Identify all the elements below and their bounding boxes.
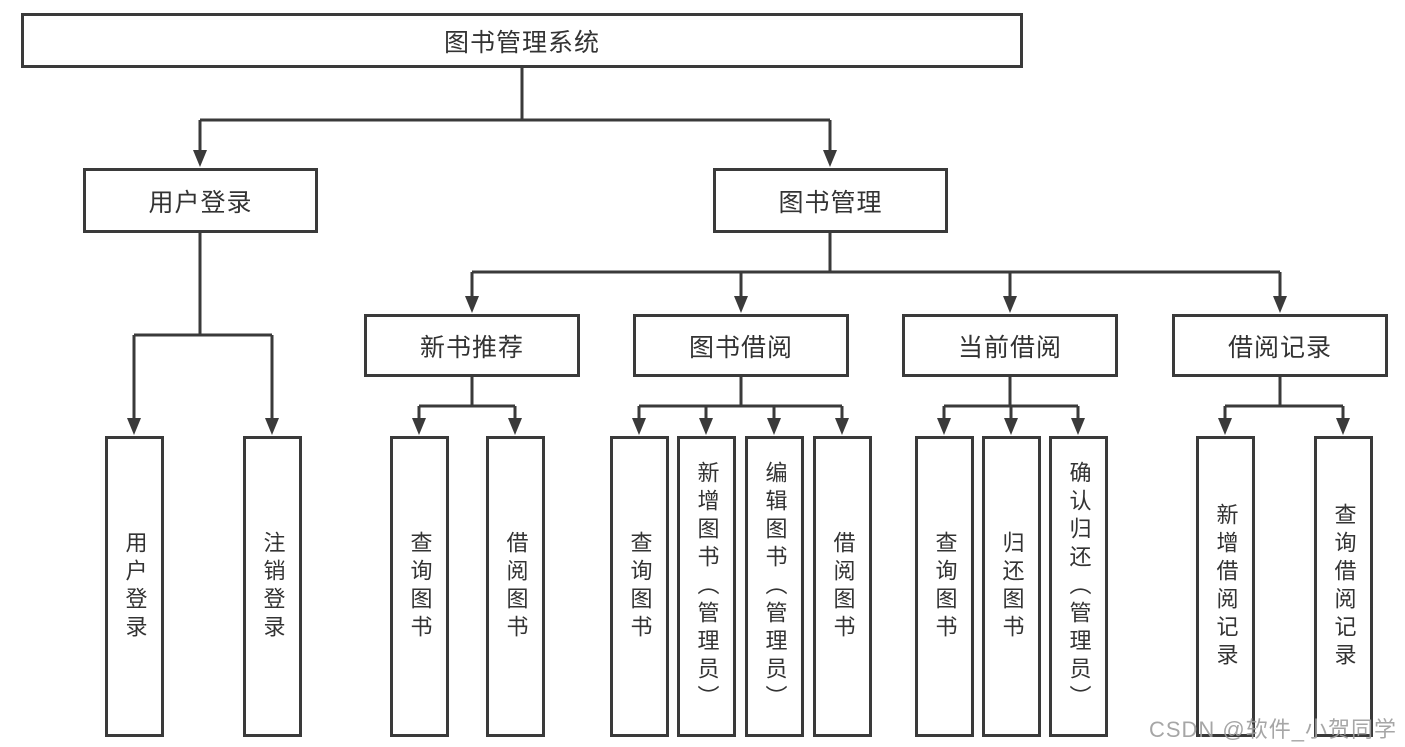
node-label: 用户登录	[148, 188, 253, 217]
node-label: 编辑图书（管理员）	[762, 460, 788, 713]
leaf-query-books-recommend: 查询图书	[390, 436, 449, 737]
leaf-borrow-books: 借阅图书	[813, 436, 872, 737]
node-library-management-system: 图书管理系统	[21, 13, 1023, 68]
node-label: 新增借阅记录	[1213, 502, 1239, 671]
node-book-borrowing: 图书借阅	[633, 314, 849, 377]
leaf-query-books-current: 查询图书	[915, 436, 974, 737]
leaf-user-login: 用户登录	[105, 436, 164, 737]
node-label: 查询图书	[407, 530, 433, 643]
leaf-edit-books-admin: 编辑图书（管理员）	[745, 436, 804, 737]
arrowheads	[127, 150, 1350, 435]
node-label: 图书借阅	[688, 333, 793, 362]
node-label: 借阅图书	[830, 530, 856, 643]
node-label: 查询图书	[627, 530, 653, 643]
node-label: 新书推荐	[419, 333, 524, 362]
node-label: 新增图书（管理员）	[694, 460, 720, 713]
node-label: 图书管理系统	[443, 28, 600, 57]
leaf-add-borrow-record: 新增借阅记录	[1196, 436, 1255, 737]
leaf-confirm-return-admin: 确认归还（管理员）	[1049, 436, 1108, 737]
leaf-logout: 注销登录	[243, 436, 302, 737]
node-current-borrowing: 当前借阅	[902, 314, 1118, 377]
node-label: 借阅记录	[1227, 333, 1332, 362]
node-book-management: 图书管理	[713, 168, 948, 233]
csdn-watermark: CSDN @软件_小贺同学	[1148, 717, 1397, 742]
leaf-add-books-admin: 新增图书（管理员）	[677, 436, 736, 737]
node-label: 用户登录	[122, 530, 148, 643]
node-label: 当前借阅	[957, 333, 1062, 362]
node-new-book-recommendation: 新书推荐	[364, 314, 580, 377]
leaf-query-books-borrowing: 查询图书	[610, 436, 669, 737]
node-borrowing-records: 借阅记录	[1172, 314, 1388, 377]
node-user-login: 用户登录	[83, 168, 318, 233]
leaf-return-books: 归还图书	[982, 436, 1041, 737]
leaf-borrow-books-recommend: 借阅图书	[486, 436, 545, 737]
node-label: 归还图书	[999, 530, 1025, 643]
node-label: 查询借阅记录	[1331, 502, 1357, 671]
node-label: 查询图书	[932, 530, 958, 643]
node-label: 确认归还（管理员）	[1066, 460, 1092, 713]
node-label: 借阅图书	[503, 530, 529, 643]
node-label: 图书管理	[778, 188, 883, 217]
node-label: 注销登录	[260, 530, 286, 643]
leaf-query-borrow-record: 查询借阅记录	[1314, 436, 1373, 737]
